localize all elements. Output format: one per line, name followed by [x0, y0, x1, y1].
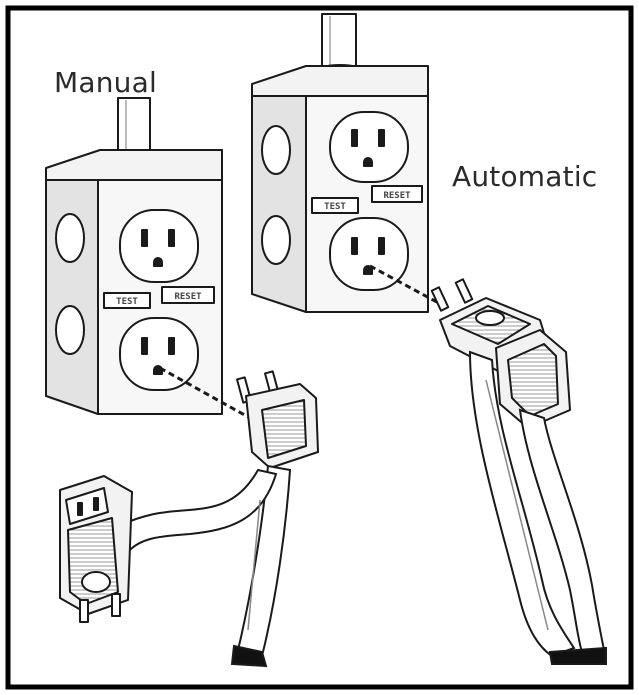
knockout-hole [55, 213, 85, 263]
automatic-extension-cord [468, 350, 607, 665]
automatic-insertion-line [369, 264, 449, 310]
manual-outlet-box: TEST RESET [45, 97, 223, 415]
manual-test-label: TEST [116, 297, 138, 307]
manual-reset-button: RESET [161, 286, 215, 304]
knockout-hole [261, 125, 291, 175]
manual-upper-receptacle [119, 209, 199, 283]
manual-lower-receptacle [119, 317, 199, 391]
automatic-reset-label: RESET [383, 191, 411, 201]
automatic-upper-receptacle [329, 111, 409, 183]
automatic-test-label: TEST [324, 202, 346, 212]
image-border [5, 5, 634, 690]
automatic-label: Automatic [452, 160, 598, 193]
manual-reset-label: RESET [174, 292, 202, 302]
knockout-hole [261, 215, 291, 265]
automatic-reset-button: RESET [371, 185, 423, 203]
automatic-tester-plug [430, 278, 571, 429]
automatic-lower-receptacle [329, 217, 409, 291]
manual-label: Manual [54, 66, 157, 99]
manual-tester-plug [236, 370, 319, 469]
manual-cord-receptacle [59, 475, 133, 623]
manual-insertion-line [159, 366, 251, 420]
manual-extension-cord [106, 464, 292, 668]
manual-cord-tip [230, 644, 268, 668]
automatic-test-button: TEST [311, 197, 359, 214]
knockout-hole [55, 305, 85, 355]
automatic-cord-tip [548, 646, 607, 665]
manual-test-button: TEST [103, 292, 151, 309]
automatic-outlet-box: TEST RESET [251, 13, 429, 313]
